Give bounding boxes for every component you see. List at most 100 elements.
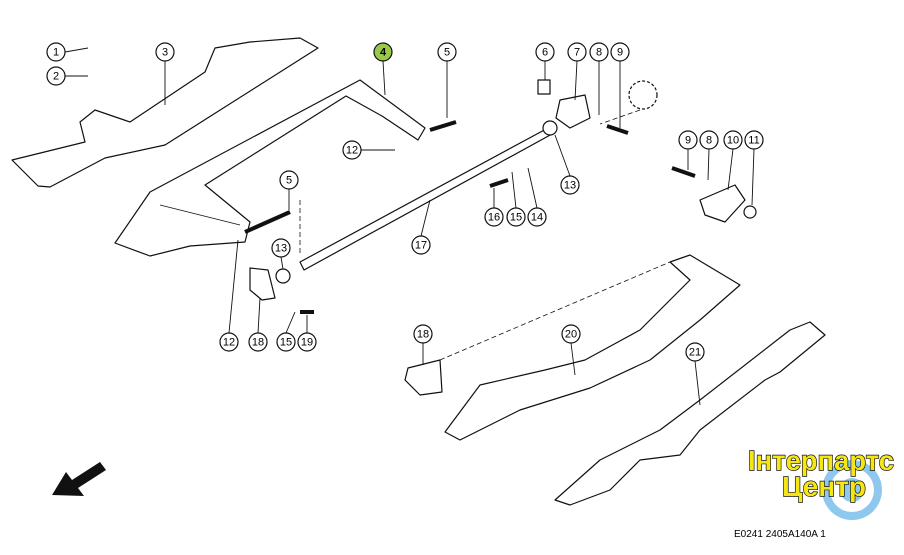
callout-circle	[484, 207, 504, 227]
callout-label: 15	[280, 337, 292, 349]
part-18-bracket-b[interactable]	[404, 359, 443, 396]
callout-3[interactable]: 3	[155, 42, 175, 62]
callout-7[interactable]: 7	[567, 42, 587, 62]
callout-label: 8	[706, 135, 712, 147]
callout-circle	[699, 130, 719, 150]
callout-4[interactable]: 4	[373, 42, 393, 62]
callout-label: 6	[542, 47, 548, 59]
callout-16[interactable]: 16	[484, 207, 504, 227]
callout-circle	[271, 238, 291, 258]
callout-label: 5	[286, 175, 292, 187]
callout-circle	[248, 332, 268, 352]
direction-arrow-icon	[52, 462, 106, 496]
frame-edge-line	[159, 204, 241, 226]
drawing-code: E0241 2405A140A 1	[734, 529, 826, 540]
callout-10[interactable]: 10	[723, 130, 743, 150]
part-7-bracket[interactable]	[555, 94, 591, 129]
callout-circle	[46, 66, 66, 86]
callout-15[interactable]: 15	[506, 207, 526, 227]
part-3-side-plate[interactable]	[11, 37, 319, 188]
callout-label: 12	[346, 145, 358, 157]
callout-20[interactable]: 20	[561, 324, 581, 344]
callout-18[interactable]: 18	[248, 332, 268, 352]
part-5-bolt[interactable]	[429, 120, 457, 132]
callout-circle	[411, 235, 431, 255]
part-10-bracket[interactable]	[699, 184, 746, 223]
callout-label: 5	[444, 47, 450, 59]
callout-14[interactable]: 14	[527, 207, 547, 227]
callout-13[interactable]: 13	[271, 238, 291, 258]
callout-18[interactable]: 18	[413, 324, 433, 344]
callout-circle	[276, 332, 296, 352]
callout-circle	[279, 170, 299, 190]
callout-5[interactable]: 5	[279, 170, 299, 190]
callout-label: 9	[617, 47, 623, 59]
callout-label: 20	[565, 329, 577, 341]
callout-15[interactable]: 15	[276, 332, 296, 352]
part-18-bracket[interactable]	[249, 267, 276, 301]
part-5-bolt-b[interactable]	[244, 210, 291, 234]
callout-circle	[297, 332, 317, 352]
callout-19[interactable]: 19	[297, 332, 317, 352]
callout-circle	[527, 207, 547, 227]
callout-circle	[437, 42, 457, 62]
callout-circle	[219, 332, 239, 352]
callout-label: 1	[53, 47, 59, 59]
callout-9[interactable]: 9	[610, 42, 630, 62]
callout-12[interactable]: 12	[342, 140, 362, 160]
callout-label: 16	[488, 212, 500, 224]
callout-circle	[723, 130, 743, 150]
callout-21[interactable]: 21	[685, 342, 705, 362]
callout-circle	[413, 324, 433, 344]
callout-label: 18	[417, 329, 429, 341]
part-6-bushing[interactable]	[537, 79, 551, 95]
logo-line2: Центр	[782, 471, 866, 502]
callout-label: 7	[574, 47, 580, 59]
callout-label: 13	[564, 180, 576, 192]
callout-circle	[685, 342, 705, 362]
callout-label: 3	[162, 47, 168, 59]
callout-circle	[506, 207, 526, 227]
callout-label: 17	[415, 240, 427, 252]
part-13-bushing[interactable]	[542, 120, 558, 136]
callout-circle	[155, 42, 175, 62]
callout-1[interactable]: 1	[46, 42, 66, 62]
callout-6[interactable]: 6	[535, 42, 555, 62]
callout-label: 13	[275, 243, 287, 255]
leader-lines	[64, 47, 755, 406]
callout-circle	[46, 42, 66, 62]
callout-9[interactable]: 9	[678, 130, 698, 150]
callout-2[interactable]: 2	[46, 66, 66, 86]
callout-circle	[535, 42, 555, 62]
callout-circle	[567, 42, 587, 62]
part-9-bolt-b[interactable]	[671, 166, 696, 178]
callout-13[interactable]: 13	[560, 175, 580, 195]
callout-label: 18	[252, 337, 264, 349]
part-4-frame[interactable]	[114, 79, 426, 257]
callout-12[interactable]: 12	[219, 332, 239, 352]
part-13-bushing-b[interactable]	[275, 268, 291, 284]
callout-circle	[589, 42, 609, 62]
callout-5[interactable]: 5	[437, 42, 457, 62]
callout-label: 8	[596, 47, 602, 59]
callout-circle	[744, 130, 764, 150]
part-20-plate[interactable]	[444, 254, 741, 441]
callout-8[interactable]: 8	[699, 130, 719, 150]
callout-label: 19	[301, 337, 313, 349]
callout-11[interactable]: 11	[744, 130, 764, 150]
callout-circle	[560, 175, 580, 195]
part-16-bolt[interactable]	[489, 178, 509, 188]
callout-17[interactable]: 17	[411, 235, 431, 255]
callout-label: 12	[223, 337, 235, 349]
callout-circle	[342, 140, 362, 160]
part-21-plate[interactable]	[554, 321, 826, 506]
callout-label: 10	[727, 135, 739, 147]
callout-8[interactable]: 8	[589, 42, 609, 62]
callout-circle	[373, 42, 393, 62]
gear-outline	[628, 80, 658, 110]
part-11-nut[interactable]	[743, 205, 757, 219]
part-9-bolt[interactable]	[606, 124, 629, 135]
callout-circle	[610, 42, 630, 62]
callout-label: 15	[510, 212, 522, 224]
